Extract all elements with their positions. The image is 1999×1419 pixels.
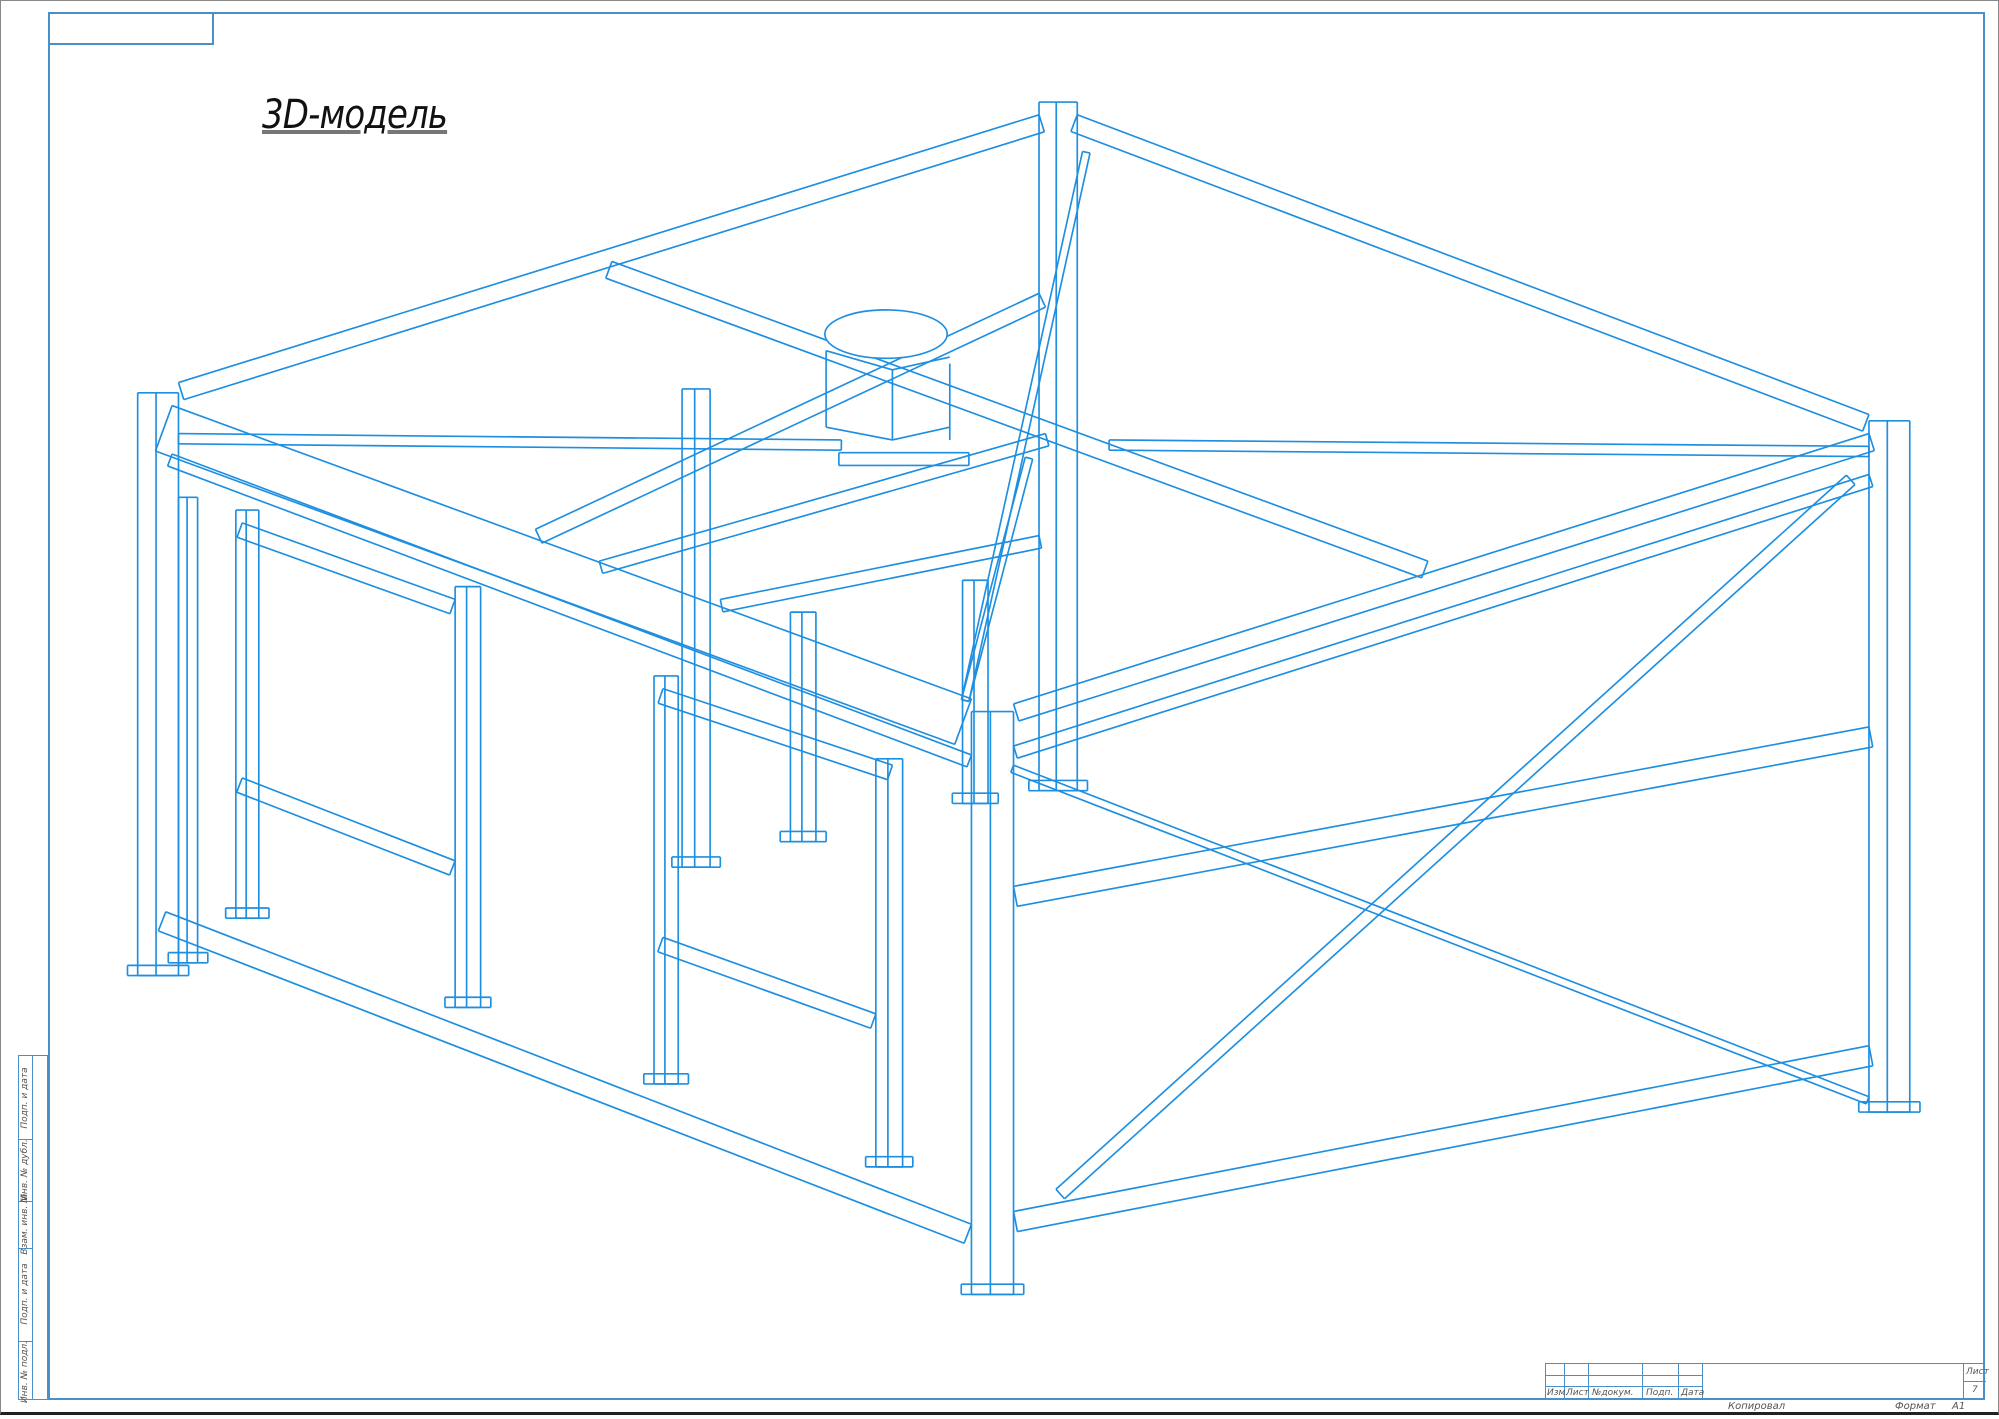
sheet-number: 7 — [1972, 1385, 1978, 1395]
inner-beam — [720, 599, 723, 612]
column-label-document: №докум. — [1592, 1388, 1634, 1398]
top-beam-front-right — [1019, 451, 1874, 721]
top-beam-back-right — [1077, 115, 1869, 415]
side-stamp-label: Подп. и дата — [20, 1051, 32, 1145]
format-value: A1 — [1952, 1401, 1965, 1412]
tie-beam — [178, 434, 841, 440]
door-rail — [663, 937, 876, 1014]
column-label-date: Дата — [1681, 1388, 1704, 1398]
top-beam-front-left — [155, 406, 172, 451]
door-rail — [658, 703, 887, 780]
door-rail — [237, 537, 450, 614]
column-label-change: Изм. — [1547, 1388, 1568, 1398]
top-beam-front-left — [172, 454, 971, 755]
bottom-beam-front-left — [166, 912, 972, 1224]
door-rail — [658, 952, 871, 1029]
top-beam-back-right — [1863, 414, 1869, 431]
sheet-label: Лист — [1966, 1367, 1989, 1377]
diagonal-strut — [962, 457, 1026, 699]
door-rail — [237, 778, 243, 792]
inner-beam — [535, 529, 541, 543]
title-block: Изм. Лист №докум. Подп. Дата Лист 7 — [1545, 1363, 1985, 1400]
drawing-title: 3D-модель — [262, 92, 447, 138]
motor-box — [892, 427, 949, 440]
inner-beam — [603, 446, 1049, 574]
door-rail — [450, 861, 456, 875]
bottom-beam-right — [1017, 1066, 1872, 1232]
column-label-signature: Подп. — [1646, 1388, 1673, 1398]
cross-beam — [606, 261, 612, 278]
diagonal-brace — [1056, 475, 1846, 1189]
mid-beam-right — [1014, 727, 1869, 886]
bottom-beam-front-left — [158, 912, 165, 931]
diagonal-brace — [1014, 765, 1869, 1097]
top-beam-front-left — [172, 406, 971, 699]
top-beam-back-right — [1071, 131, 1863, 431]
bottom-beam-front-left — [964, 1224, 971, 1243]
tie-beam — [1109, 450, 1869, 456]
top-beam-back-left — [184, 132, 1045, 400]
side-stamp: Инв. № подл. Подп. и дата Взам. инв. № И… — [18, 1055, 48, 1400]
top-beam-back-right — [1071, 115, 1077, 132]
top-beam-front-right — [1014, 434, 1869, 704]
top-beam-front-right — [1017, 487, 1872, 759]
diagonal-strut — [969, 153, 1090, 701]
cross-beam — [612, 261, 1428, 561]
inner-beam — [542, 307, 1046, 543]
door-rail — [237, 523, 242, 537]
bottom-beam-front-left — [158, 931, 964, 1243]
diagonal-brace — [1056, 1189, 1065, 1198]
diagonal-strut — [1025, 457, 1032, 459]
top-beam-front-left — [168, 466, 967, 767]
top-beam-front-right — [1014, 474, 1869, 746]
mid-beam-right — [1017, 747, 1872, 906]
motor-box — [892, 357, 949, 370]
inner-beam — [599, 434, 1045, 562]
door-rail — [237, 792, 450, 875]
diagonal-strut — [1083, 151, 1090, 153]
diagonal-brace — [1011, 772, 1866, 1104]
turntable-disc — [825, 310, 947, 358]
cross-beam — [1422, 561, 1428, 578]
column-label-sheet: Лист — [1566, 1388, 1589, 1398]
copied-label: Копировал — [1728, 1401, 1785, 1412]
motor-box — [826, 427, 892, 440]
door-rail — [242, 778, 455, 861]
door-rail — [658, 689, 663, 704]
format-label: Формат — [1895, 1401, 1936, 1412]
inner-beam — [535, 293, 1039, 529]
door-rail — [663, 689, 892, 766]
inner-beam — [1039, 293, 1045, 307]
diagonal-strut — [961, 151, 1082, 699]
door-rail — [658, 937, 663, 951]
tie-beam — [1109, 440, 1869, 446]
